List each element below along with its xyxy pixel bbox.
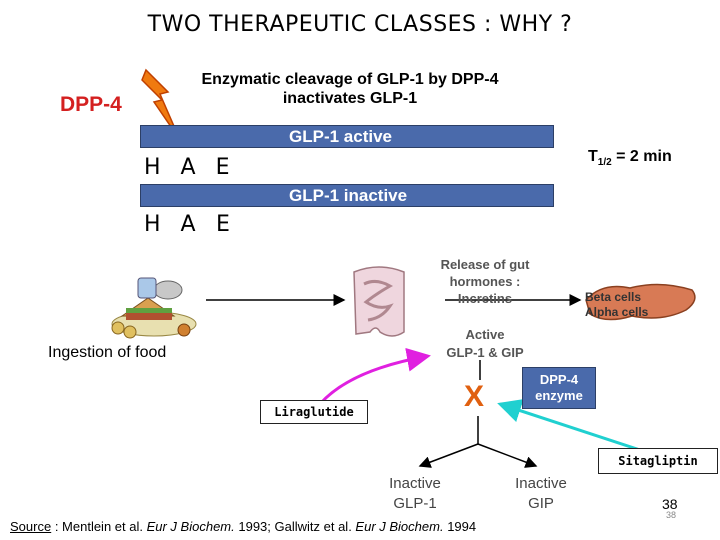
dpp4-enzyme-line-1: DPP-4 xyxy=(539,372,579,387)
dpp4-label: DPP-4 xyxy=(60,93,122,116)
source-text-1: : Mentlein et al. xyxy=(51,519,147,534)
half-life-rest: = 2 min xyxy=(611,148,672,165)
hae-top-a: A xyxy=(180,155,198,180)
source-text-2: 1993; Gallwitz et al. xyxy=(234,519,356,534)
sitagliptin-box: Sitagliptin xyxy=(598,448,718,474)
source-text-3: 1994 xyxy=(443,519,477,534)
ingestion-label: Ingestion of food xyxy=(48,344,167,361)
inactive-glp1-line-1: Inactive xyxy=(389,475,441,492)
hae-bottom-ha: H A xyxy=(144,212,198,237)
cleavage-caption: Enzymatic cleavage of GLP-1 by DPP-4 ina… xyxy=(170,70,530,108)
gut-release-text: Release of gut hormones : Incretins xyxy=(420,256,550,307)
lightning-icon xyxy=(141,68,181,141)
half-life-sub: 1/2 xyxy=(597,157,612,169)
liraglutide-box: Liraglutide xyxy=(260,400,368,424)
cleavage-line-1: Enzymatic cleavage of GLP-1 by DPP-4 xyxy=(201,71,499,88)
gut-release-line-1: Release of gut xyxy=(440,257,530,272)
inactive-glp1: Inactive GLP-1 xyxy=(370,474,460,514)
block-x-mark: X xyxy=(464,380,485,413)
glp1-inactive-label: GLP-1 inactive xyxy=(289,185,408,205)
inactive-glp1-line-2: GLP-1 xyxy=(393,495,437,512)
active-incretins: Active GLP-1 & GIP xyxy=(420,326,550,362)
cleavage-line-2: inactivates GLP-1 xyxy=(282,90,418,107)
source-journal-2: Eur J Biochem. xyxy=(355,519,444,534)
pancreas-cells-label: Beta cells Alpha cells xyxy=(585,290,648,320)
glp1-inactive-bar: GLP-1 inactive xyxy=(140,184,554,207)
inactive-gip-line-2: GIP xyxy=(528,495,554,512)
sitagliptin-arrow xyxy=(497,399,641,452)
pancreas-icon xyxy=(585,283,696,321)
source-journal-1: Eur J Biochem. xyxy=(146,519,235,534)
glp1-active-label: GLP-1 active xyxy=(289,126,392,146)
hae-top-e: E xyxy=(215,155,232,180)
gut-release-line-2: hormones : xyxy=(449,274,521,289)
source-label: Source xyxy=(10,519,52,534)
arrow-to-inactive-gip xyxy=(477,443,538,468)
hae-bottom-h: H xyxy=(144,212,163,237)
inactive-gip: Inactive GIP xyxy=(496,474,586,514)
arrow-to-inactive-glp1 xyxy=(418,443,479,468)
slide-title: TWO THERAPEUTIC CLASSES : WHY ? xyxy=(147,12,573,37)
active-line-2: GLP-1 & GIP xyxy=(446,345,524,360)
half-life-t: T xyxy=(588,148,598,165)
intestine-icon xyxy=(353,266,405,337)
liraglutide-arrow xyxy=(318,347,431,405)
food-icon xyxy=(111,277,197,339)
dpp4-enzyme-box: DPP-4 enzyme xyxy=(522,367,596,409)
hae-top-h: H xyxy=(144,155,163,180)
dpp4-enzyme-line-2: enzyme xyxy=(535,388,583,403)
half-life-label: T1/2 = 2 min xyxy=(588,148,672,168)
active-line-1: Active xyxy=(465,327,505,342)
hae-bottom-a: A xyxy=(180,212,198,237)
glp1-active-bar: GLP-1 active xyxy=(140,125,554,148)
page-number: 38 xyxy=(662,496,678,512)
gut-release-line-3: Incretins xyxy=(457,291,513,306)
inactive-gip-line-1: Inactive xyxy=(515,475,567,492)
beta-cells: Beta cells xyxy=(585,290,642,304)
page-number-shadow: 38 xyxy=(666,510,677,520)
hae-bottom-e: E xyxy=(216,212,232,237)
hae-top: H A E xyxy=(144,155,232,180)
source-citation: Source : Mentlein et al. Eur J Biochem. … xyxy=(10,519,476,534)
alpha-cells: Alpha cells xyxy=(585,305,649,319)
